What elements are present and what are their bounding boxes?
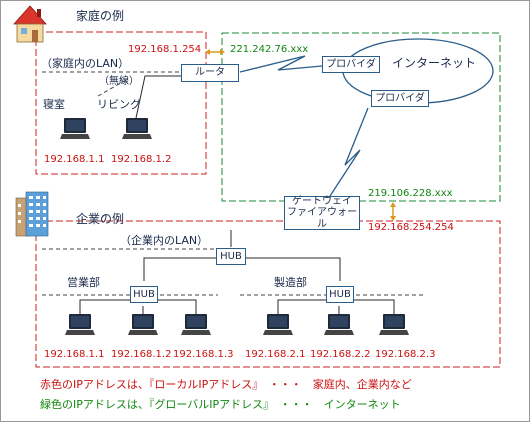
provider-gateway-link — [329, 107, 369, 197]
home-pc1-ip: 192.168.1.1 — [44, 154, 105, 165]
home-global-ip: 221.242.76.xxx — [230, 44, 309, 55]
provider-bottom-box: プロバイダ — [371, 90, 429, 107]
laptop-icon — [65, 314, 95, 335]
company-local-ip: 192.168.254.254 — [368, 222, 454, 233]
legend-global: 緑色のIPアドレスは、『グローバルIPアドレス』 ・・・ インターネット — [40, 398, 401, 411]
home-pc2-ip: 192.168.1.2 — [111, 154, 172, 165]
dept-sales-label: 営業部 — [67, 276, 100, 289]
home-wireless-label: （無線） — [99, 76, 139, 87]
hub-main-box: HUB — [216, 248, 246, 265]
building-icon — [15, 191, 49, 237]
house-icon — [13, 5, 47, 43]
laptop-icon — [324, 314, 354, 335]
hub-sales-box: HUB — [130, 286, 158, 303]
mfg-pc3-ip: 192.168.2.3 — [375, 349, 436, 360]
home-room-living: リビング — [97, 98, 141, 111]
laptop-icon — [263, 314, 293, 335]
laptop-icon — [379, 314, 409, 335]
sales-pc3-ip: 192.168.1.3 — [173, 349, 234, 360]
hub-manufacturing-box: HUB — [326, 286, 354, 303]
sales-pc1-ip: 192.168.1.1 — [44, 349, 105, 360]
home-title: 家庭の例 — [76, 9, 125, 23]
gateway-firewall-box: ゲートウェイ ファイアウォール — [284, 196, 360, 230]
home-local-ip: 192.168.1.254 — [128, 44, 202, 55]
laptop-icon — [60, 118, 90, 139]
home-lan-label: （家庭内のLAN） — [41, 57, 130, 70]
sales-pc2-ip: 192.168.1.2 — [111, 349, 172, 360]
legend-local: 赤色のIPアドレスは、『ローカルIPアドレス』 ・・・ 家庭内、企業内など — [40, 378, 412, 391]
dept-manufacturing-label: 製造部 — [274, 276, 307, 289]
router-provider-link — [239, 55, 323, 73]
router-box: ルータ — [181, 64, 239, 82]
home-zone-border — [35, 31, 207, 175]
company-global-ip: 219.106.228.xxx — [368, 188, 453, 199]
wireless-line — [97, 79, 127, 97]
company-lan-label: （企業内のLAN） — [120, 234, 209, 247]
company-zone-border — [35, 220, 501, 368]
provider-top-box: プロバイダ — [322, 56, 380, 73]
router-to-pc-line — [135, 75, 182, 119]
internet-label: インターネット — [392, 56, 477, 70]
mfg-pc1-ip: 192.168.2.1 — [245, 349, 306, 360]
laptop-icon — [128, 314, 158, 335]
laptop-icon — [181, 314, 211, 335]
company-title: 企業の例 — [76, 212, 125, 226]
mfg-pc2-ip: 192.168.2.2 — [310, 349, 371, 360]
laptop-icon — [122, 118, 152, 139]
home-room-bedroom: 寝室 — [43, 98, 65, 111]
internet-zone-border — [221, 32, 501, 202]
